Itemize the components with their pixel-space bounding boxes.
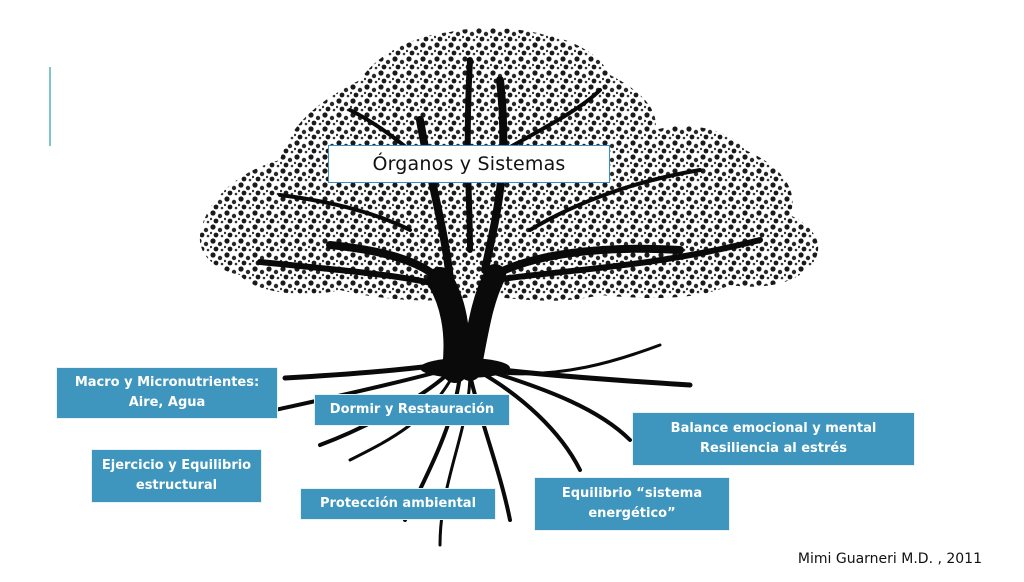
root-label-nutrients: Macro y Micronutrientes: Aire, Agua [56,367,278,419]
label-line-1: Equilibrio “sistema [561,486,703,501]
root-label-emotional-balance: Balance emocional y mental Resiliencia a… [632,412,915,466]
label-line-2: Aire, Agua [128,395,206,410]
label-line-2: Resiliencia al estrés [700,441,847,456]
organs-systems-title: Órganos y Sistemas [328,145,610,183]
author-credit: Mimi Guarneri M.D. , 2011 [797,551,982,567]
label-line-1: Balance emocional y mental [670,421,877,436]
label-line-2: estructural [135,478,218,493]
label-line-1: Dormir y Restauración [329,402,495,417]
label-line-1: Ejercicio y Equilibrio [101,458,252,473]
root-label-exercise: Ejercicio y Equilibrio estructural [91,449,262,503]
label-line-2: energético” [588,506,676,521]
label-line-1: Macro y Micronutrientes: [74,375,260,390]
root-label-environmental-protection: Protección ambiental [300,488,496,520]
root-label-sleep: Dormir y Restauración [314,394,510,426]
tree-roots [273,343,693,547]
root-label-energy-system: Equilibrio “sistema energético” [534,477,730,531]
accent-bar [49,67,51,146]
label-line-1: Protección ambiental [319,496,477,511]
